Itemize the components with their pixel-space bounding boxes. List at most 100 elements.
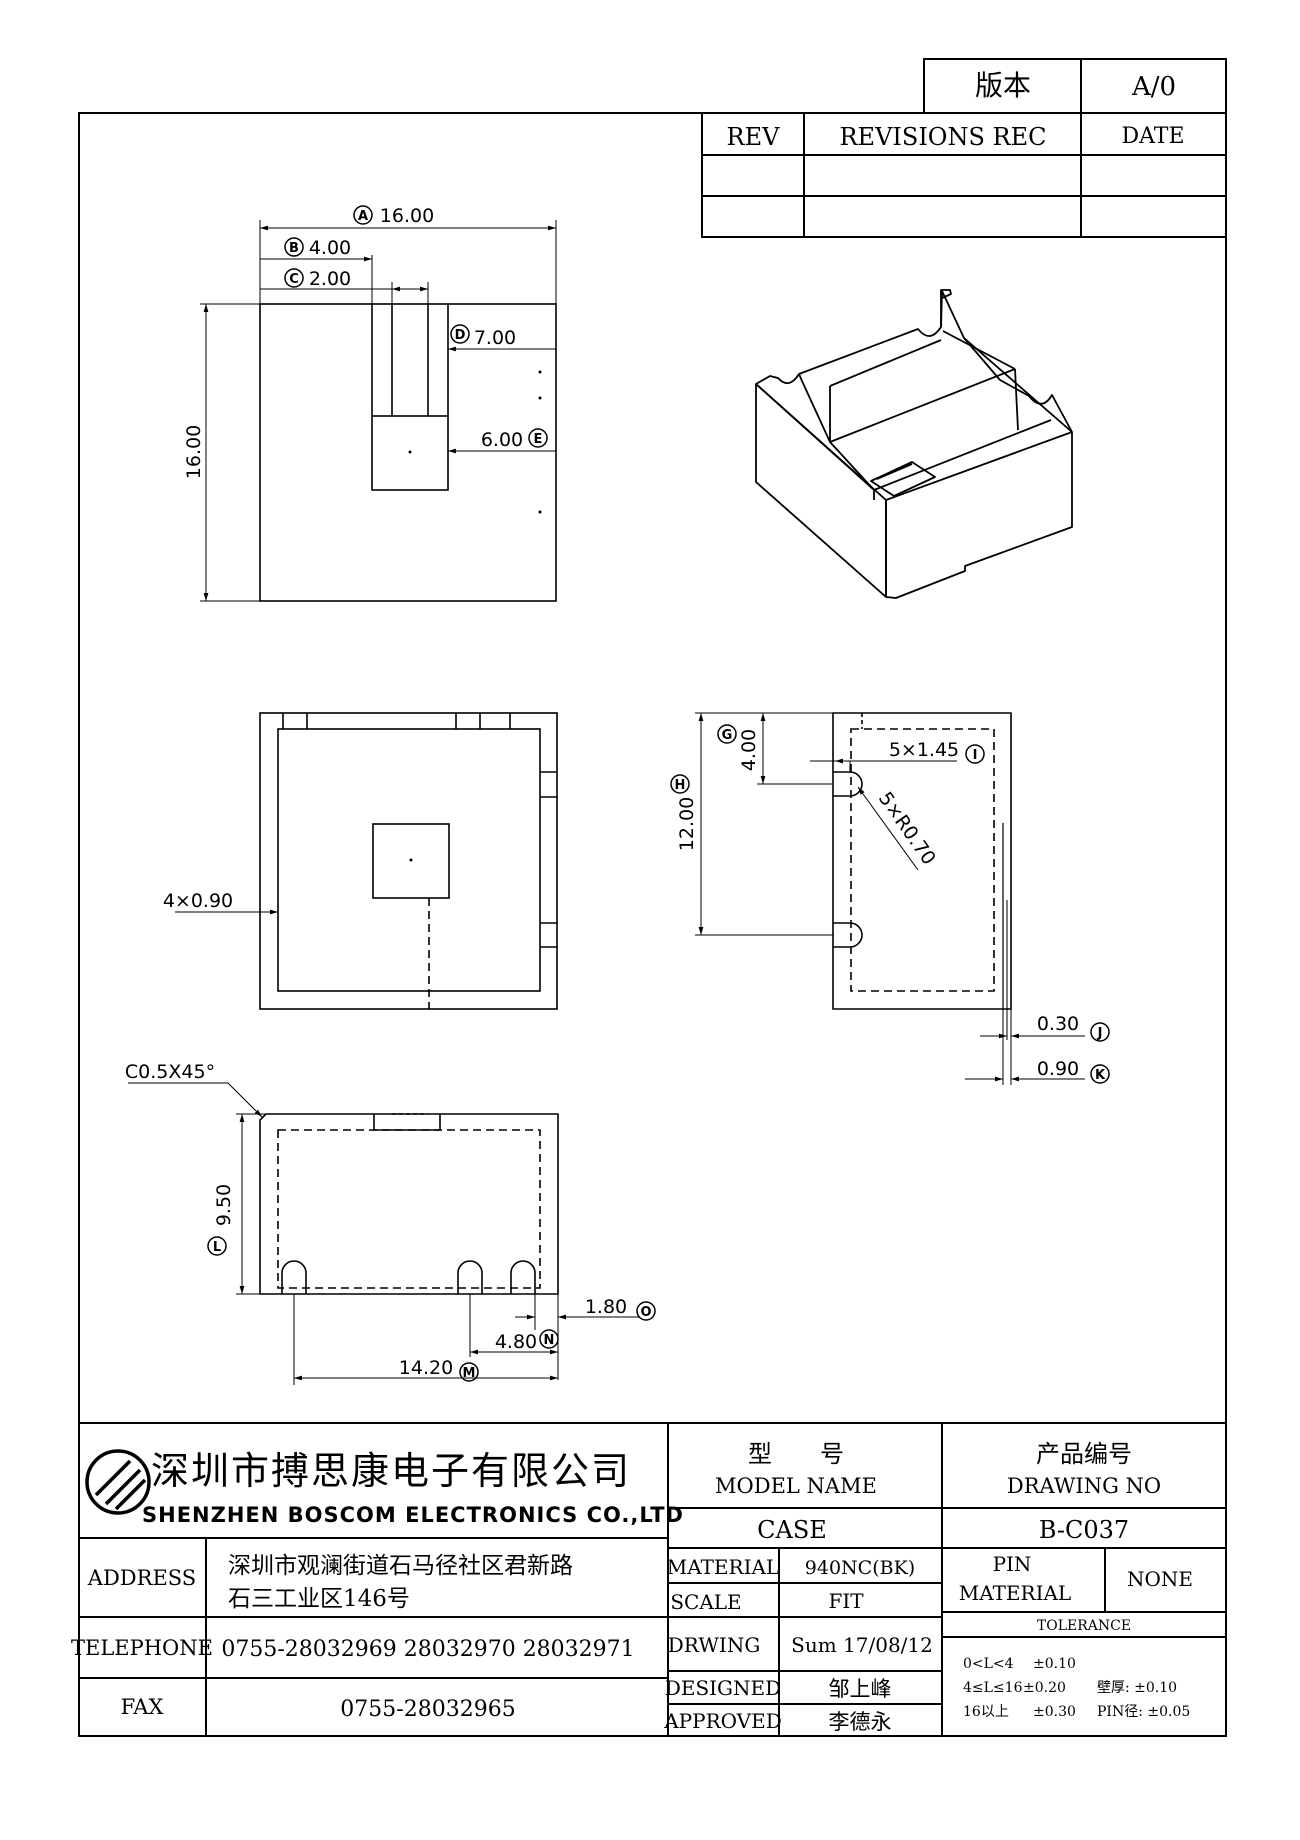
company-name-cn: 深圳市搏思康电子有限公司 bbox=[151, 1449, 631, 1493]
top-view-markers bbox=[408, 370, 542, 514]
dim-o-value: 1.80 bbox=[585, 1296, 627, 1318]
fax-value: 0755-28032965 bbox=[340, 1697, 515, 1722]
dim-d: D 7.00 bbox=[450, 324, 516, 349]
dim-b-value: 4.00 bbox=[309, 237, 351, 259]
tolerance-row-2-extra: 壁厚: ±0.10 bbox=[1097, 1680, 1177, 1696]
marker-n: N bbox=[544, 1333, 555, 1348]
company-name-en: SHENZHEN BOSCOM ELECTRONICS CO.,LTD bbox=[142, 1503, 684, 1527]
material-label: MATERIAL bbox=[667, 1555, 779, 1579]
drawing-no-value: B-C037 bbox=[1039, 1516, 1129, 1544]
marker-i: I bbox=[973, 748, 978, 763]
dim-j: 0.30 J bbox=[1037, 1013, 1110, 1042]
marker-e: E bbox=[534, 432, 543, 447]
dim-m: 14.20 M bbox=[399, 1357, 479, 1382]
dim-slots-value: 4×0.90 bbox=[163, 890, 233, 912]
front-view bbox=[128, 1082, 640, 1385]
isometric-view bbox=[755, 289, 1073, 599]
dim-l: L 9.50 bbox=[207, 1184, 235, 1256]
marker-h: H bbox=[675, 778, 686, 793]
drawing-date-label: DRWING bbox=[668, 1633, 761, 1657]
tolerance-row-2-range: 4≤L≤16 bbox=[963, 1680, 1023, 1696]
material-value: 940NC(BK) bbox=[805, 1557, 915, 1579]
fax-label: FAX bbox=[121, 1695, 164, 1719]
model-label-cn: 型 号 bbox=[748, 1440, 844, 1468]
address-label: ADDRESS bbox=[87, 1566, 196, 1590]
tolerance-row-2-value: ±0.20 bbox=[1023, 1680, 1066, 1696]
dim-k-value: 0.90 bbox=[1037, 1058, 1079, 1080]
drawing-date-value: Sum 17/08/12 bbox=[791, 1633, 933, 1657]
revision-table bbox=[701, 112, 1227, 238]
tolerance-row-3-value: ±0.30 bbox=[1033, 1704, 1076, 1720]
marker-j: J bbox=[1097, 1026, 1103, 1041]
dim-a-value: 16.00 bbox=[380, 205, 434, 227]
revisions-column-header: REVISIONS REC bbox=[839, 123, 1046, 151]
dim-k: 0.90 K bbox=[1037, 1058, 1110, 1084]
dim-radius-value: 5×R0.70 bbox=[874, 788, 940, 869]
marker-m: M bbox=[463, 1366, 476, 1381]
version-label: 版本 bbox=[975, 69, 1031, 102]
marker-o: O bbox=[640, 1305, 651, 1320]
tolerance-row-1-range: 0<L<4 bbox=[963, 1656, 1014, 1672]
dim-h: H 12.00 bbox=[670, 774, 698, 851]
pin-material-label-1: PIN bbox=[993, 1552, 1032, 1576]
tolerance-label: TOLERANCE bbox=[1037, 1618, 1131, 1634]
bottom-view bbox=[175, 712, 558, 1010]
marker-k: K bbox=[1095, 1068, 1106, 1083]
approved-value: 李德永 bbox=[829, 1710, 892, 1734]
dim-b: B 4.00 bbox=[284, 237, 351, 259]
dim-i: 5×1.45 I bbox=[889, 739, 985, 764]
title-block bbox=[79, 1422, 1226, 1736]
pin-material-label-2: MATERIAL bbox=[959, 1581, 1071, 1605]
marker-c: C bbox=[289, 272, 299, 287]
dim-n: 4.80 N bbox=[495, 1329, 559, 1353]
approved-label: APPROVED bbox=[663, 1709, 782, 1733]
dim-j-value: 0.30 bbox=[1037, 1013, 1079, 1035]
tolerance-row-3-range: 16以上 bbox=[963, 1704, 1009, 1720]
version-box bbox=[923, 58, 1227, 114]
dim-d-value: 7.00 bbox=[474, 327, 516, 349]
scale-label: SCALE bbox=[670, 1590, 741, 1614]
dim-g: G 4.00 bbox=[717, 724, 760, 771]
marker-a: A bbox=[358, 209, 368, 224]
dim-n-value: 4.80 bbox=[495, 1331, 537, 1353]
dim-c: C 2.00 bbox=[284, 268, 351, 290]
dim-e: 6.00 E bbox=[481, 428, 548, 451]
tolerance-row-3-extra: PIN径: ±0.05 bbox=[1097, 1704, 1190, 1720]
dim-e-value: 6.00 bbox=[481, 429, 523, 451]
dim-c-value: 2.00 bbox=[309, 268, 351, 290]
marker-d: D bbox=[455, 328, 466, 343]
address-line-2: 石三工业区146号 bbox=[228, 1586, 410, 1612]
model-label-en: MODEL NAME bbox=[715, 1474, 877, 1498]
dim-o: 1.80 O bbox=[585, 1296, 656, 1321]
company-logo bbox=[85, 1449, 151, 1515]
marker-g: G bbox=[722, 728, 733, 743]
address-line-1: 深圳市观澜街道石马径社区君新路 bbox=[228, 1553, 573, 1579]
dim-l-value: 9.50 bbox=[213, 1184, 235, 1226]
dim-h-value: 12.00 bbox=[676, 797, 698, 851]
dim-g-value: 4.00 bbox=[738, 729, 760, 771]
drawing-no-label-en: DRAWING NO bbox=[1007, 1474, 1161, 1498]
drawing-frame bbox=[78, 112, 1227, 1737]
marker-b: B bbox=[289, 241, 299, 256]
dim-i-value: 5×1.45 bbox=[889, 739, 959, 761]
date-column-header: DATE bbox=[1121, 124, 1184, 149]
pin-material-value: NONE bbox=[1127, 1567, 1193, 1591]
telephone-value: 0755-28032969 28032970 28032971 bbox=[221, 1637, 634, 1662]
dim-height-value: 16.00 bbox=[183, 425, 205, 479]
dim-m-value: 14.20 bbox=[399, 1357, 453, 1379]
model-value: CASE bbox=[757, 1516, 827, 1544]
designed-label: DESIGNED bbox=[665, 1676, 781, 1700]
dim-a: A 16.00 bbox=[353, 205, 434, 227]
rev-column-header: REV bbox=[727, 123, 781, 151]
chamfer-note: C0.5X45° bbox=[125, 1061, 215, 1083]
top-view bbox=[200, 220, 557, 602]
side-view bbox=[695, 712, 1085, 1085]
drawing-no-label-cn: 产品编号 bbox=[1036, 1440, 1132, 1468]
version-value: A/0 bbox=[1131, 72, 1176, 102]
designed-value: 邹上峰 bbox=[829, 1677, 892, 1701]
scale-value: FIT bbox=[828, 1589, 864, 1613]
tolerance-row-1-value: ±0.10 bbox=[1033, 1656, 1076, 1672]
telephone-label: TELEPHONE bbox=[71, 1636, 213, 1660]
marker-l: L bbox=[213, 1240, 221, 1255]
